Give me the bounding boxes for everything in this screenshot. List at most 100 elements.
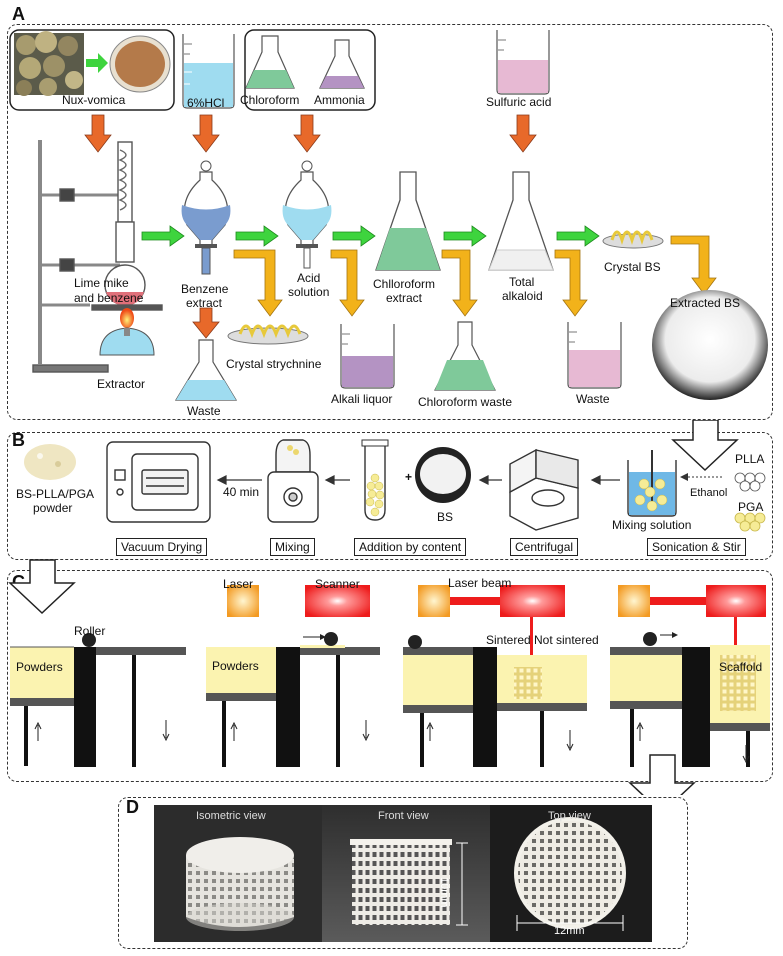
label-waste-1: Waste [187,404,221,418]
label-powders-1: Powders [16,660,63,674]
label-benzene-1: Benzene [181,282,229,296]
green-arrow-small [86,53,108,73]
label-pga: PGA [738,500,764,514]
mixer-device [267,439,319,523]
burner [99,308,155,356]
panel-a-graphics [9,29,768,401]
acid-funnel [282,160,332,269]
label-waste-2: Waste [576,392,610,406]
label-acid-1: Acid [297,271,321,285]
chloroform-waste-flask [434,321,496,391]
panel-b-frame [7,432,773,560]
label-ethanol: Ethanol [690,487,728,499]
panel-a-frame [7,24,773,420]
slm-stage-3 [403,585,587,767]
alkali-liquor-beaker [340,324,395,389]
label-hcl: 6%HCl [187,96,225,110]
panel-d-frame [118,797,688,949]
label-crystal-bs: Crystal BS [604,260,661,274]
label-plla: PLLA [735,452,765,466]
extracted-bs-powder [652,290,768,400]
bs-plla-pga-powder [24,444,76,480]
label-chloroform-extract-1: Chlloroform [373,277,436,291]
orange-arrows-top [84,114,537,339]
label-mixing-solution: Mixing solution [612,518,692,532]
crystal-bs-dish [602,230,664,249]
label-lime-1: Lime mike [74,276,129,290]
waste-beaker-2 [567,322,622,389]
panel-c-frame [7,570,773,782]
photo-isometric-view: Isometric view [154,805,322,942]
label-extractor: Extractor [97,377,146,391]
label-width-12mm: 12mm [554,925,585,937]
vacuum-oven [106,441,211,523]
label-chloroform-extract-2: extract [386,291,423,305]
panel-c-graphics [8,559,770,795]
caption-addition-by-content: Addition by content [354,538,467,556]
green-arrows [141,225,600,247]
test-tube [361,439,389,521]
label-laser: Laser [223,577,254,591]
label-sintered: Sintered [486,633,531,647]
mixing-solution-beaker [627,450,677,517]
label-nux-vomica: Nux-vomica [62,93,126,107]
total-alkaloid-flask [488,171,554,271]
label-bs-plla-pga-2: powder [33,501,73,515]
label-sulfuric-acid: Sulfuric acid [486,95,552,109]
gold-arrows [233,235,717,317]
label-acid-2: solution [288,285,330,299]
label-extracted-bs: Extracted BS [670,296,741,310]
photo-top-view: Top view 12mm [490,805,652,942]
label-crystal-strychnine: Crystal strychnine [226,357,322,371]
label-not-sintered: Not sintered [534,633,599,647]
label-top-view: Top view [548,810,591,822]
white-arrow-c-to-d [628,754,696,795]
label-isometric-view: Isometric view [196,810,266,822]
panel-label-a: A [12,4,25,24]
label-total-1: Total [509,275,535,289]
caption-sonication-stir: Sonication & Stir [647,538,746,556]
white-arrow-b-to-c [8,559,76,615]
label-powders-2: Powders [212,659,259,673]
plla-spheres [734,472,766,492]
label-benzene-2: extract [186,296,223,310]
slm-stage-2 [206,585,380,767]
panel-b-graphics [24,420,766,532]
label-scaffold: Scaffold [719,660,763,674]
chloroform-extract-flask [375,171,441,271]
label-chloroform: Chloroform [240,93,300,107]
caption-mixing: Mixing [270,538,315,556]
caption-centrifugal: Centrifugal [510,538,579,556]
nux-powder-dish [109,35,171,93]
panel-label-b: B [12,430,25,450]
label-ammonia: Ammonia [314,93,365,107]
waste-flask-1 [174,339,238,401]
label-bs-plla-pga-1: BS-PLLA/PGA [16,487,95,501]
nux-vomica-seeds [14,31,84,96]
benzene-funnel [181,160,231,275]
ammonia-flask [319,39,365,89]
centrifuge [509,448,579,531]
label-chloroform-waste: Chloroform waste [418,395,513,409]
caption-vacuum-drying: Vacuum Drying [116,538,208,556]
sulfuric-beaker [496,30,550,95]
panel-label-d: D [126,797,139,817]
label-roller: Roller [74,624,106,638]
photo-front-view: Front view 10mm [322,805,490,942]
label-plus: + [405,470,413,484]
label-lime-2: and benzene [74,291,144,305]
label-height-10mm: 10mm [438,877,450,908]
thin-arrows-b [216,475,620,485]
label-alkali-liquor: Alkali liquor [331,392,393,406]
white-arrow-a-to-b [671,420,739,472]
pga-spheres [734,512,766,532]
label-total-2: alkaloid [502,289,543,303]
slm-stage-4 [610,585,770,767]
label-bs: BS [437,510,454,524]
label-scanner: Scanner [315,577,360,591]
chloroform-flask [245,35,295,89]
label-40-min: 40 min [223,485,260,499]
reagents-box [244,29,376,111]
label-front-view: Front view [378,810,429,822]
slm-stage-1 [10,633,186,767]
